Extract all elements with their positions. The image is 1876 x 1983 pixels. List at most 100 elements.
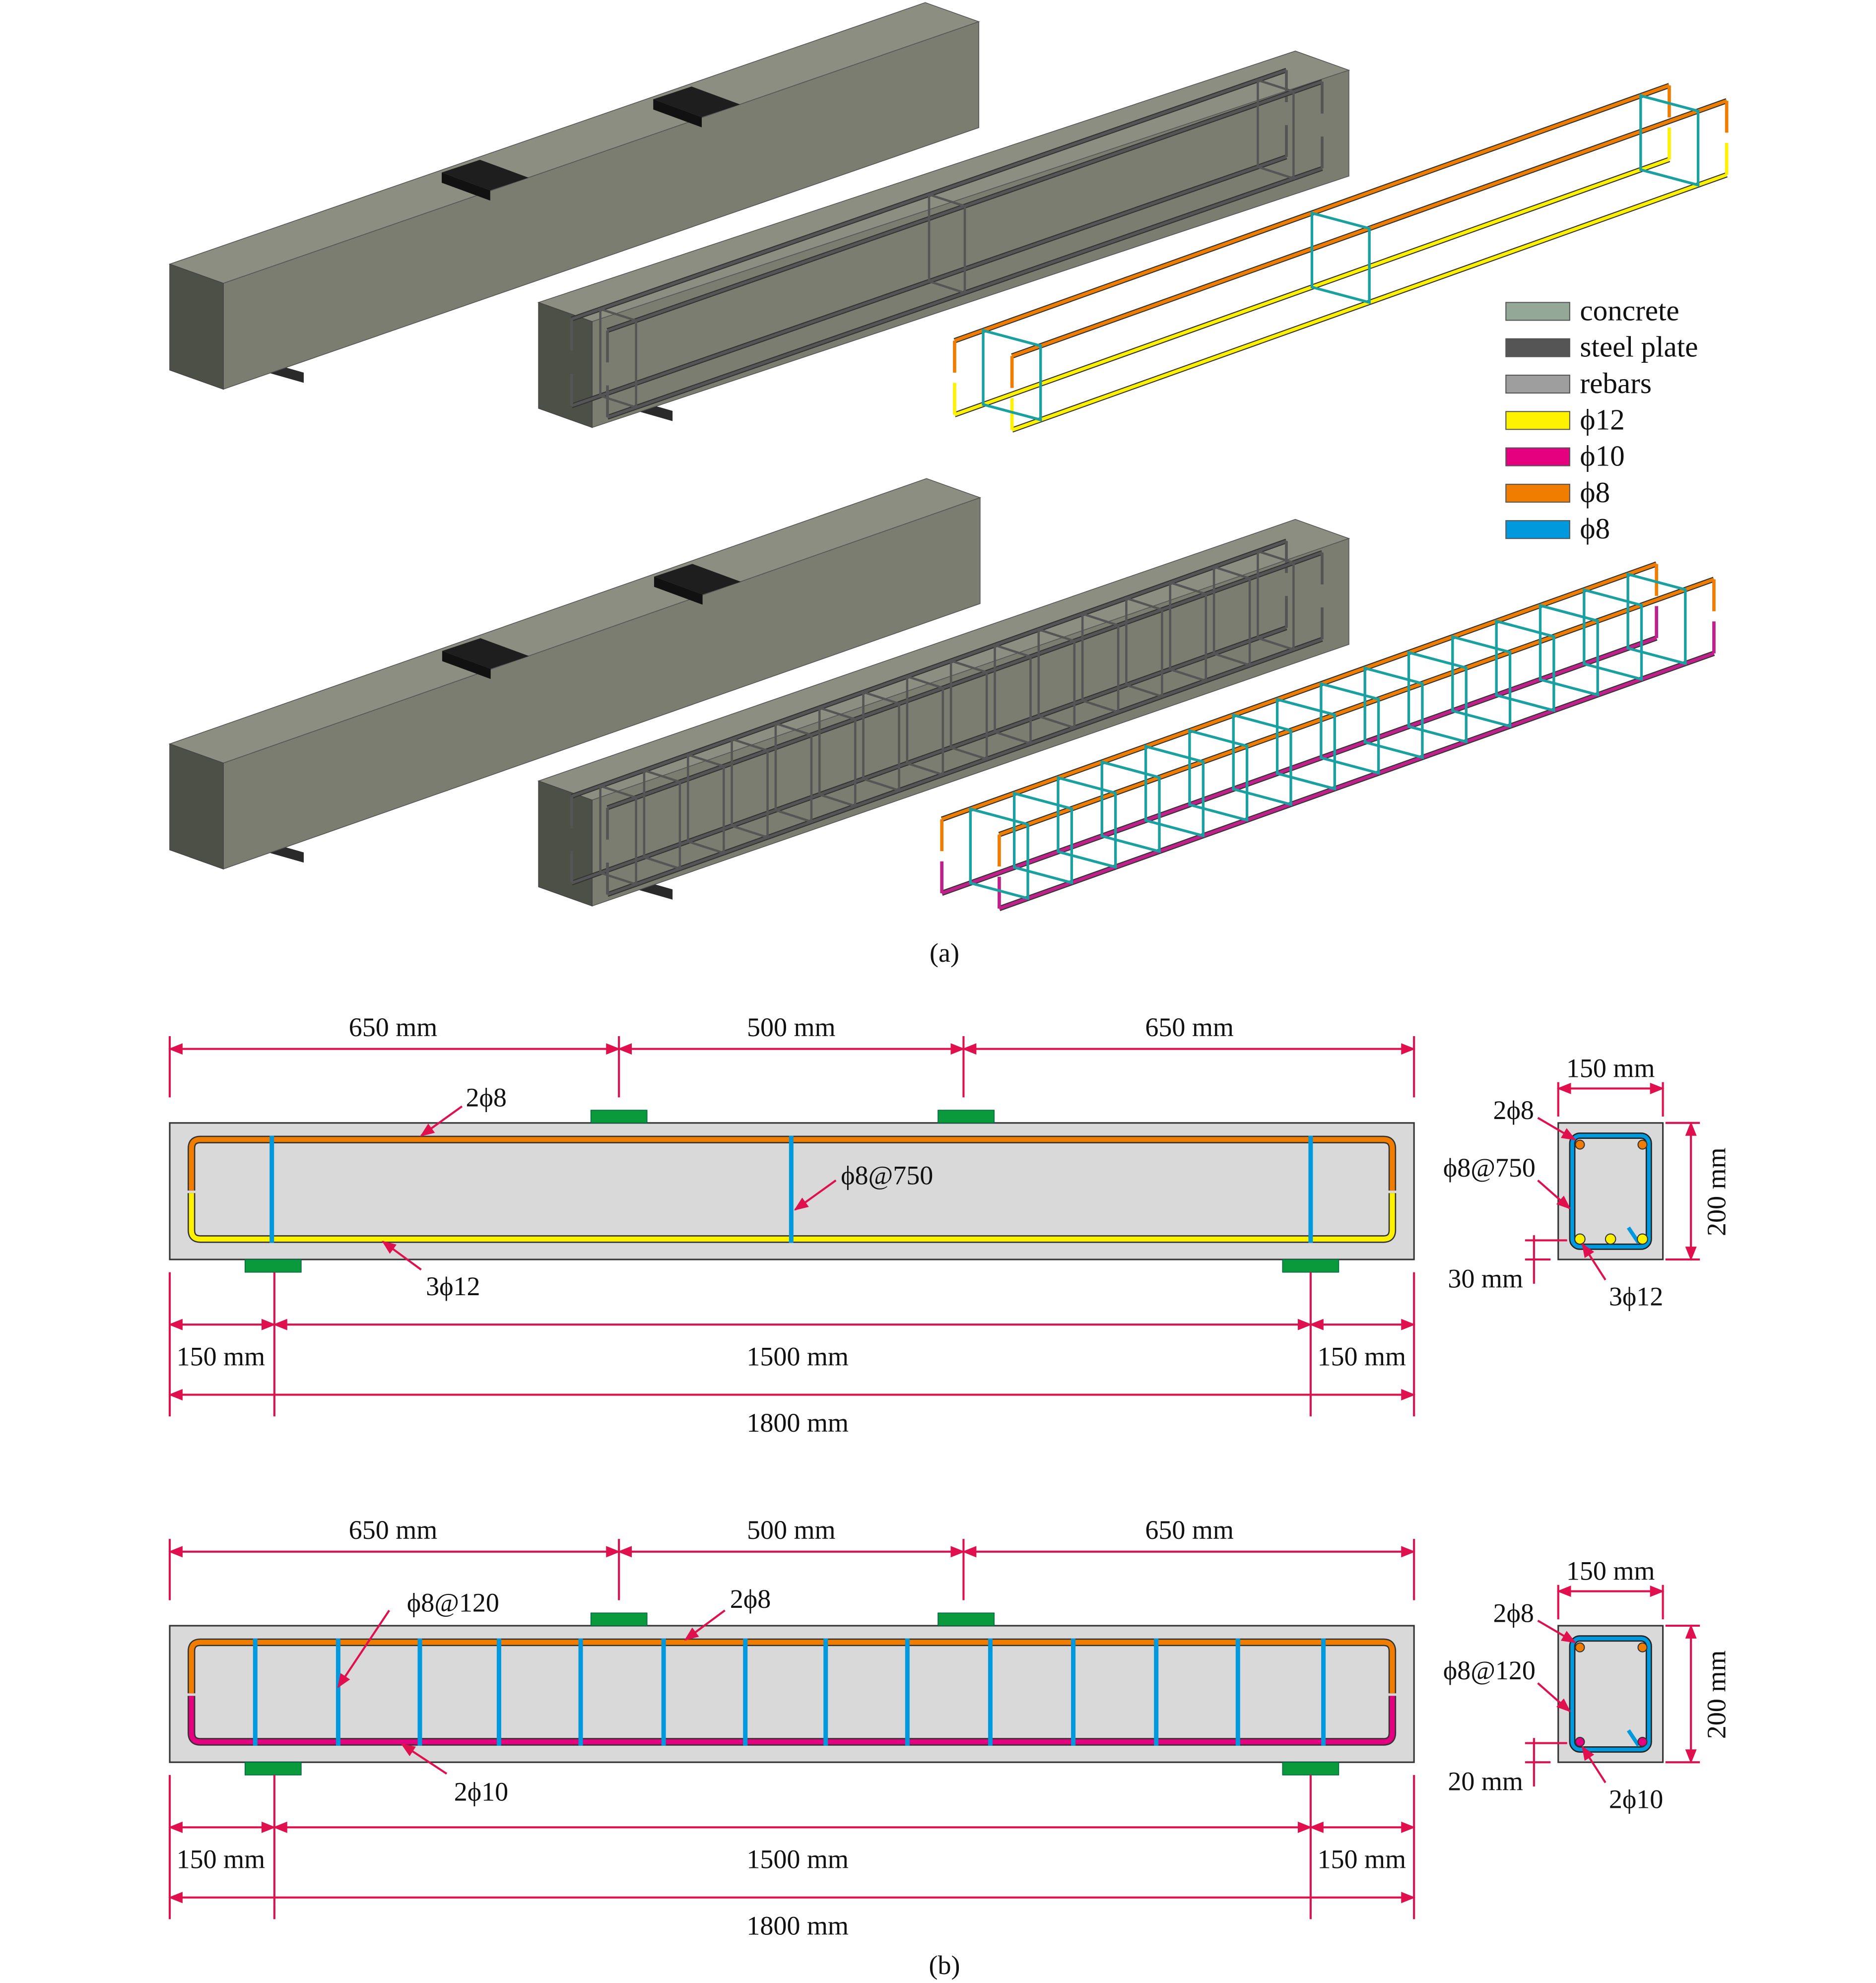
stirrup: [731, 737, 769, 839]
stirrup: [1407, 651, 1468, 744]
longitudinal-bar: [571, 539, 1287, 798]
steel-plate: [654, 564, 741, 595]
steel-plate: [442, 159, 529, 191]
longitudinal-bar: [941, 636, 1657, 895]
dim-label-right-overhang: 150 mm: [1317, 1341, 1406, 1371]
bottom-bar-dot: [1637, 1736, 1648, 1747]
stirrup: [1232, 713, 1292, 806]
stirrup: [1100, 760, 1161, 854]
dim-label-left-shear-span: 650 mm: [349, 1515, 438, 1545]
top-bar-dot: [1575, 1642, 1585, 1652]
beam-end-face: [538, 780, 593, 907]
dim-label-total-length: 1800 mm: [746, 1408, 849, 1438]
rebar-cage-gray-1: [570, 67, 1324, 420]
stirrup: [928, 193, 966, 295]
section-stirrup-label: ϕ8@750: [1443, 1153, 1536, 1183]
dim-label-left-overhang: 150 mm: [177, 1845, 266, 1874]
section-width-label: 150 mm: [1566, 1053, 1655, 1083]
dim-label-left-overhang: 150 mm: [177, 1341, 266, 1371]
steel-plate: [1282, 1259, 1340, 1273]
dim-label-right-shear-span: 650 mm: [1145, 1012, 1234, 1042]
stirrup: [599, 784, 637, 886]
steel-plate-edge: [654, 576, 703, 605]
stirrup: [1626, 572, 1687, 665]
steel-plate-edge: [653, 99, 702, 128]
legend-label: ϕ12: [1580, 403, 1624, 436]
stirrup: [994, 644, 1032, 745]
legend-swatch: [1505, 411, 1570, 430]
longitudinal-bar: [607, 638, 1323, 896]
steel-plate: [653, 86, 740, 118]
steel-plate: [590, 1110, 648, 1124]
legend-label: concrete: [1580, 294, 1679, 327]
leader-arrow: [1537, 1180, 1571, 1210]
legend-swatch: [1505, 338, 1570, 357]
caption-b: (b): [929, 1950, 960, 1980]
stirrup: [969, 807, 1029, 900]
leader-arrow: [1537, 1619, 1576, 1644]
leader-arrow: [337, 1610, 390, 1688]
legend-swatch: [1505, 520, 1570, 539]
section-width-label: 150 mm: [1566, 1556, 1655, 1586]
section-bottom-bar-label: 3ϕ12: [1609, 1282, 1663, 1312]
dim-label-right-overhang: 150 mm: [1317, 1845, 1406, 1874]
label-bottom-bar: 2ϕ10: [454, 1777, 508, 1806]
stirrup: [1275, 698, 1336, 791]
stirrup: [1583, 588, 1643, 681]
legend-swatch: [1505, 302, 1570, 321]
stirrup: [1310, 211, 1371, 304]
stirrup: [818, 706, 857, 808]
caption-a: (a): [930, 938, 959, 968]
legend-swatch: [1505, 483, 1570, 503]
stirrup: [1037, 628, 1076, 729]
stirrup: [1012, 792, 1073, 885]
top-bar: [189, 1640, 1395, 1694]
stirrup: [1057, 776, 1117, 869]
stirrup: [1539, 603, 1599, 697]
steel-plate-edge: [442, 651, 491, 679]
legend-swatch: [1505, 447, 1570, 466]
leader-arrow: [794, 1179, 837, 1211]
beam-model-1-concrete: [168, 2, 980, 390]
stirrup: [1125, 596, 1163, 698]
steel-plate-edge: [442, 172, 490, 201]
legend-label: steel plate: [1580, 330, 1698, 363]
leader-arrow: [1537, 1117, 1576, 1141]
bottom-bar-dot: [1574, 1233, 1586, 1245]
dim-label-right-shear-span: 650 mm: [1145, 1515, 1234, 1545]
stirrup: [1570, 1636, 1651, 1752]
stirrup: [982, 329, 1042, 422]
stirrup: [686, 753, 725, 855]
section-top-bar-label: 2ϕ8: [1493, 1095, 1534, 1125]
label-top-bar: 2ϕ8: [730, 1584, 771, 1614]
stirrup: [1257, 78, 1295, 180]
stirrup: [1144, 744, 1205, 838]
longitudinal-bar: [999, 652, 1715, 911]
stirrup-hook: [1626, 1226, 1640, 1244]
leader-arrow: [1581, 1243, 1607, 1281]
rebar-cage-gray-2: [570, 538, 1324, 897]
section-height-label: 200 mm: [1702, 1651, 1732, 1739]
dim-label-total-length: 1800 mm: [746, 1911, 849, 1940]
part-a-3d-models: [168, 2, 1729, 911]
rebar-cage-colored-2: [940, 561, 1716, 911]
section-cover-label: 30 mm: [1448, 1264, 1523, 1294]
longitudinal-bar: [607, 551, 1323, 809]
section-bottom-bar-label: 2ϕ10: [1609, 1785, 1663, 1814]
legend-label: ϕ10: [1580, 440, 1624, 472]
bottom-bar-dot: [1637, 1233, 1648, 1245]
steel-plate: [938, 1612, 995, 1626]
leader-arrow: [684, 1609, 726, 1641]
stirrup: [1081, 612, 1120, 714]
section-cover-label: 20 mm: [1448, 1767, 1523, 1796]
dim-label-clear-span: 1500 mm: [746, 1341, 849, 1371]
beam-model-2-concrete: [168, 478, 982, 870]
label-bottom-bar: 3ϕ12: [426, 1271, 480, 1301]
stirrup: [906, 675, 944, 777]
